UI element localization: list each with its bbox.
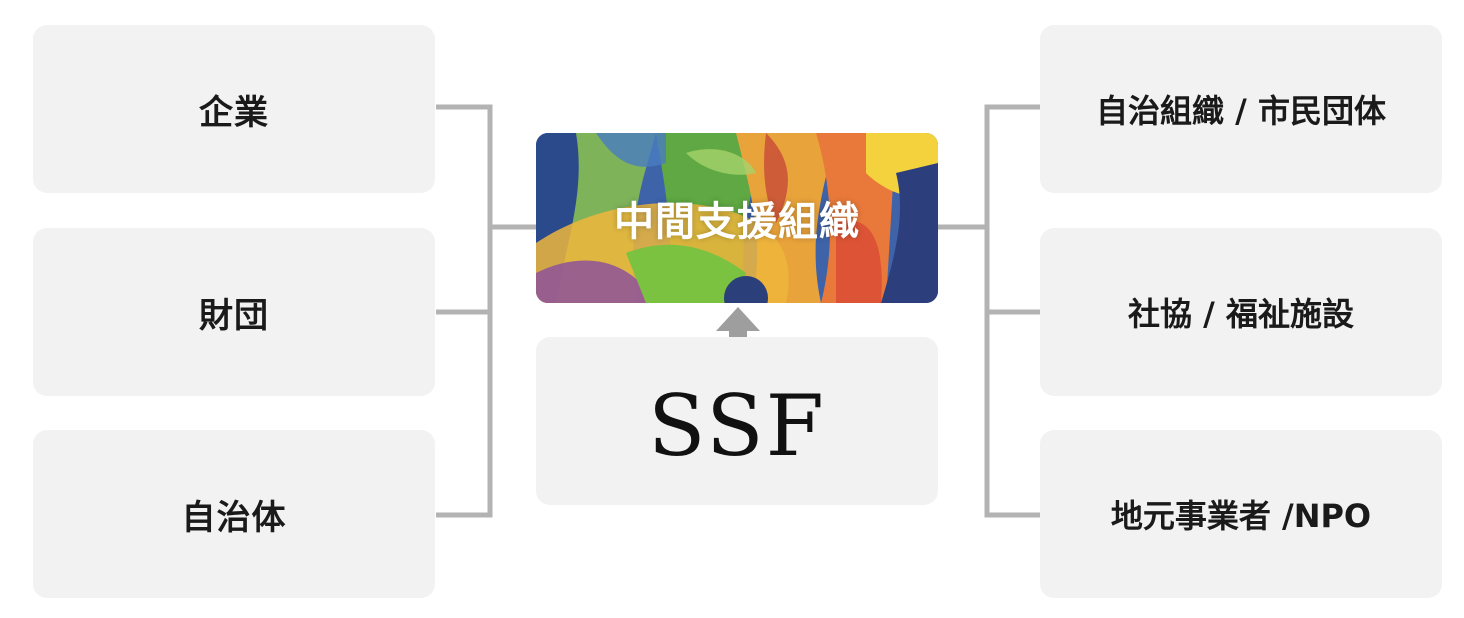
node-shakyo: 社協 / 福祉施設 bbox=[1040, 228, 1442, 396]
node-zaidan: 財団 bbox=[33, 228, 435, 396]
right-connectors bbox=[937, 104, 1040, 518]
node-label: 自治体 bbox=[181, 497, 287, 538]
node-label: 社協 / 福祉施設 bbox=[1128, 295, 1354, 333]
node-label: 地元事業者 /NPO bbox=[1110, 497, 1372, 535]
node-chukan-shien: 中間支援組織 bbox=[536, 133, 938, 303]
node-jimoto-jigyosha: 地元事業者 /NPO bbox=[1040, 430, 1442, 598]
node-ssf: SSF bbox=[536, 337, 938, 505]
abstract-art-background bbox=[536, 133, 938, 303]
center-label: 中間支援組織 bbox=[614, 199, 860, 245]
node-label: 自治組織 / 市民団体 bbox=[1096, 92, 1386, 130]
node-jichi-soshiki: 自治組織 / 市民団体 bbox=[1040, 25, 1442, 193]
node-jichitai: 自治体 bbox=[33, 430, 435, 598]
node-label: 財団 bbox=[199, 295, 269, 336]
left-connectors bbox=[436, 104, 537, 518]
node-kigyo: 企業 bbox=[33, 25, 435, 193]
ssf-label: SSF bbox=[648, 377, 826, 475]
node-label: 企業 bbox=[199, 92, 269, 133]
arrow-up-icon bbox=[716, 307, 760, 359]
